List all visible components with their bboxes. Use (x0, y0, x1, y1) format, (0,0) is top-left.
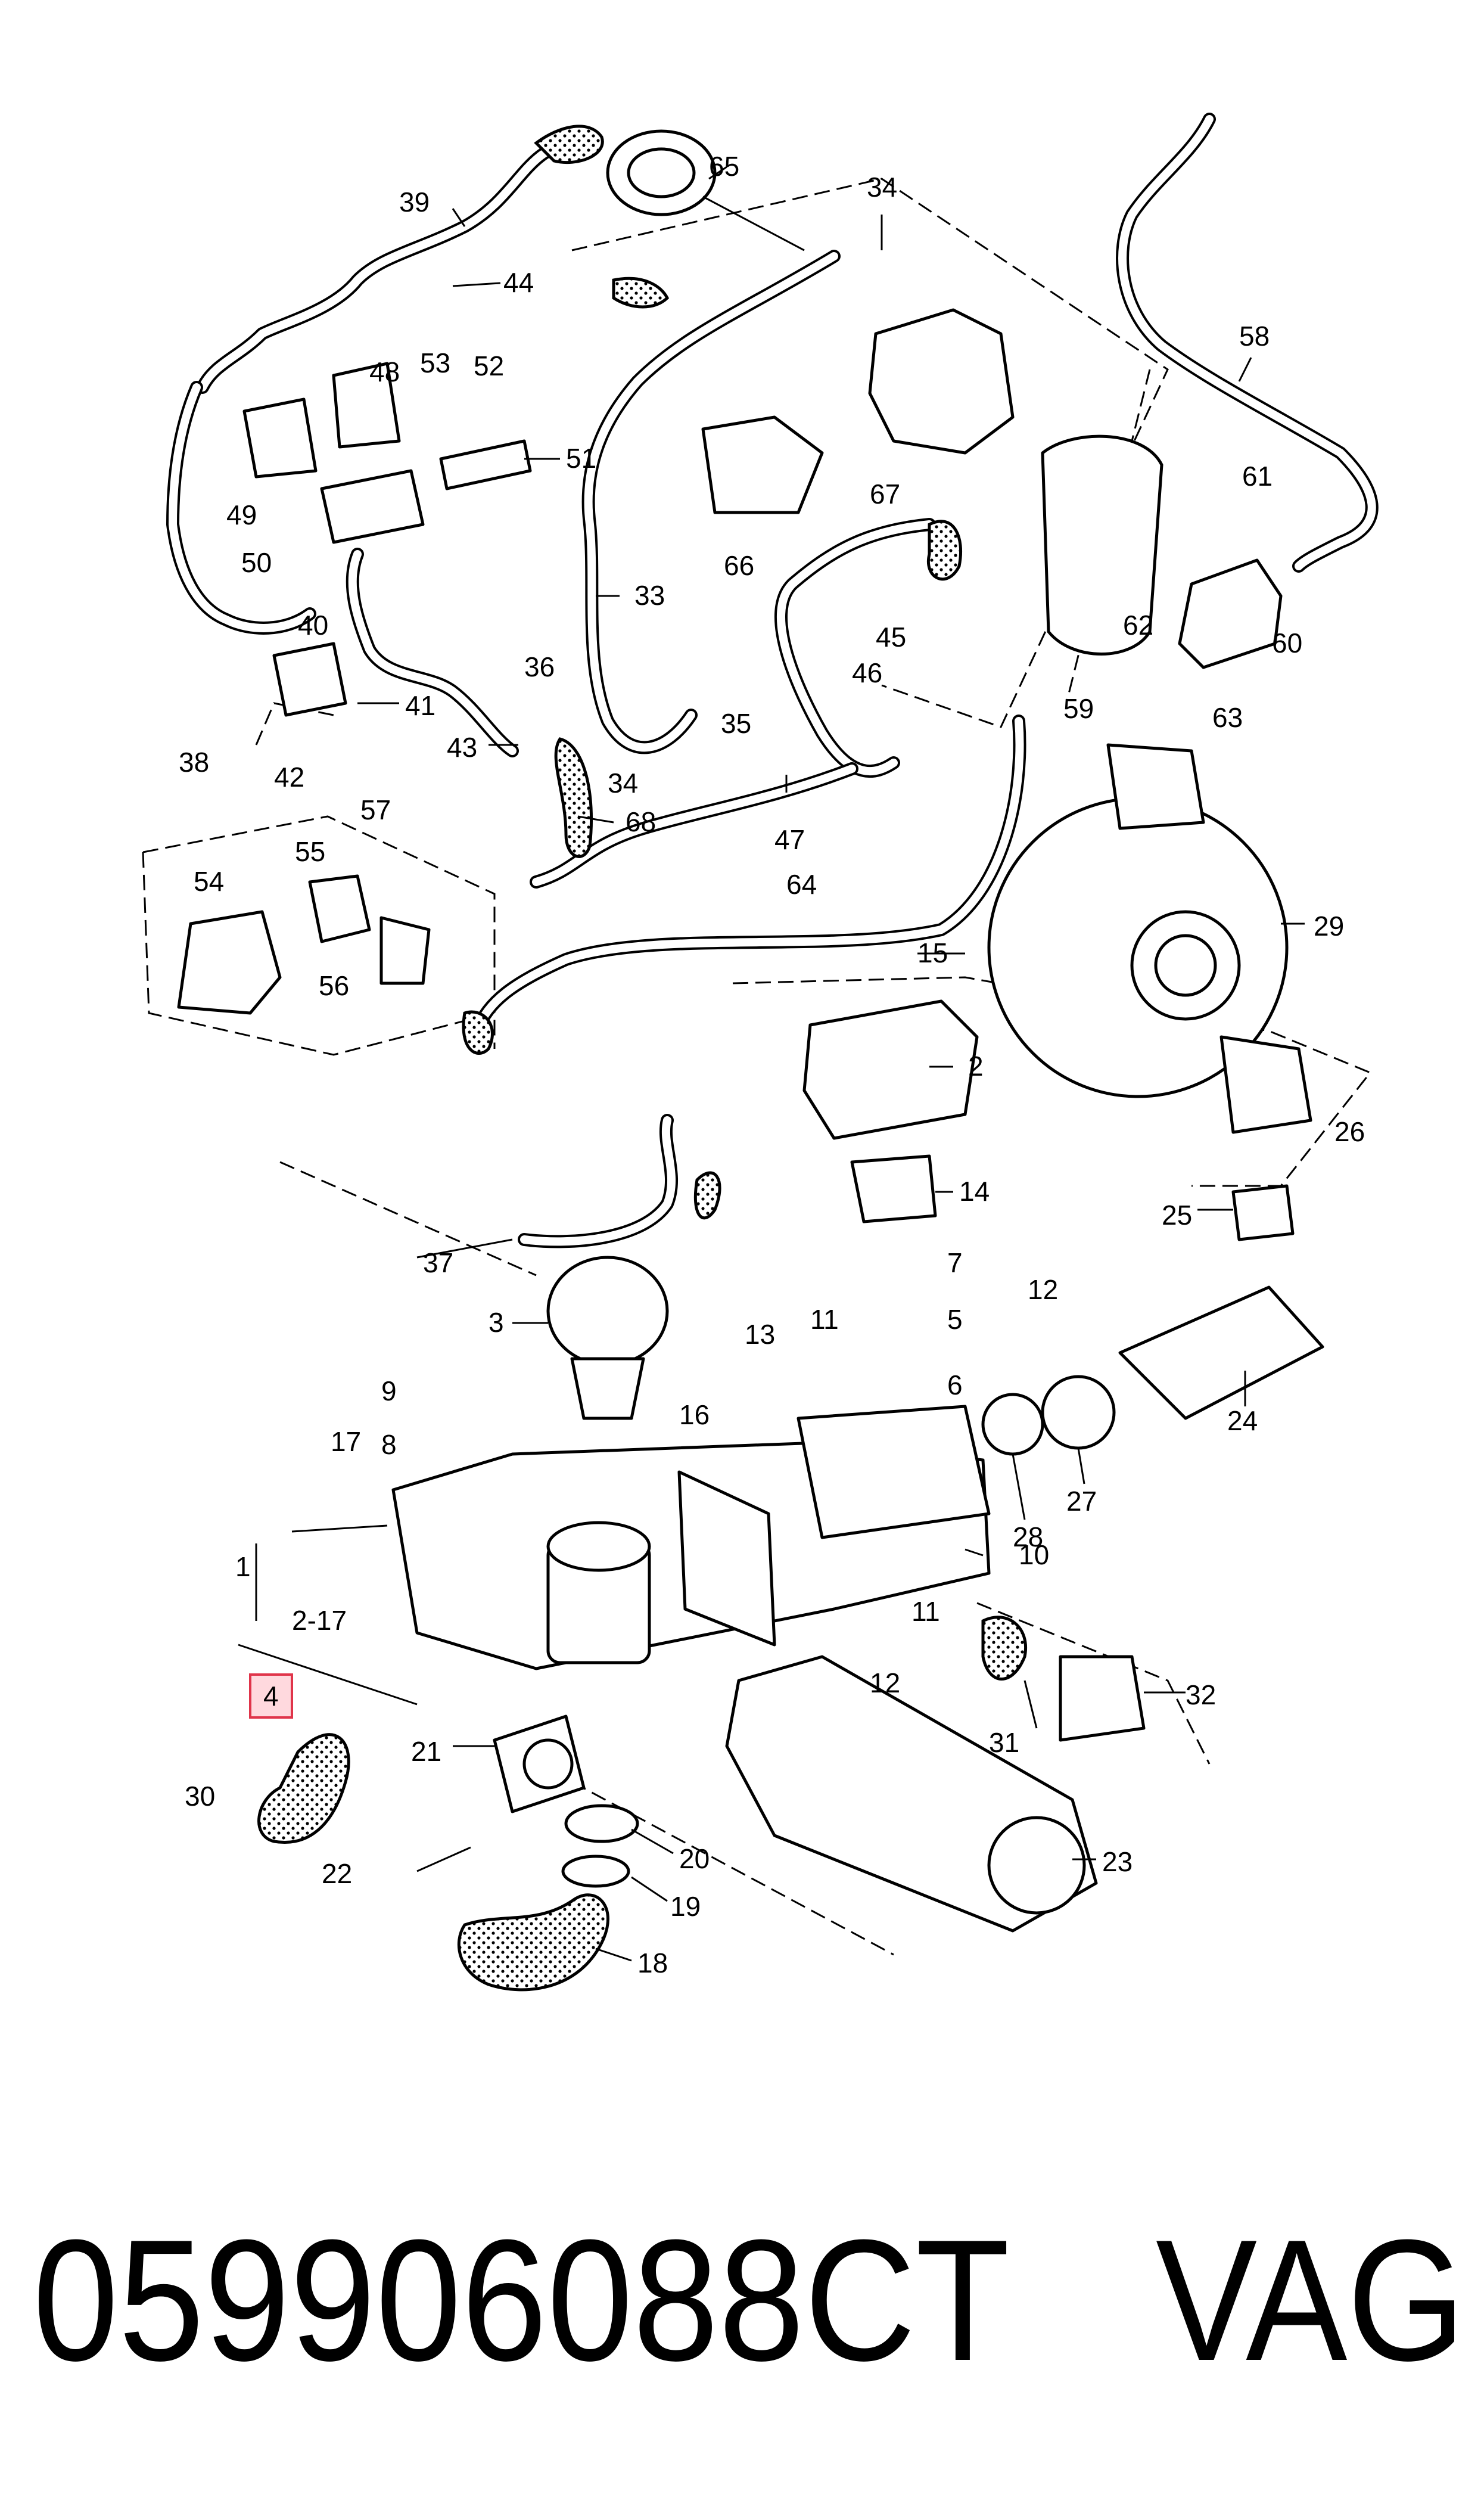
callout-55: 55 (295, 836, 325, 867)
callout-labels: 1 2 2-17 3 4 5 6 7 8 9 10 11 11 12 12 13… (179, 151, 1365, 1978)
callout-68: 68 (626, 806, 656, 837)
callout-34b: 34 (608, 768, 638, 799)
callout-27: 27 (1066, 1486, 1097, 1517)
callout-20: 20 (679, 1843, 710, 1874)
callout-49: 49 (226, 499, 257, 530)
callout-11b: 11 (911, 1596, 940, 1627)
callout-65: 65 (709, 151, 739, 182)
callout-52: 52 (474, 350, 504, 381)
callout-8: 8 (381, 1429, 397, 1460)
callout-25: 25 (1162, 1200, 1192, 1231)
brand-name: VAG (1156, 2204, 1466, 2397)
callout-43: 43 (447, 732, 477, 763)
callout-12a: 12 (1028, 1274, 1058, 1305)
callout-1: 1 (235, 1551, 251, 1582)
callout-47: 47 (774, 824, 805, 855)
callout-5: 5 (947, 1304, 963, 1335)
callout-34a: 34 (867, 172, 897, 203)
group-outlines (142, 178, 1372, 1956)
hoses (166, 113, 1379, 1248)
callout-58: 58 (1239, 321, 1270, 352)
callout-41: 41 (405, 690, 435, 721)
callout-38: 38 (179, 747, 209, 778)
callout-24: 24 (1227, 1405, 1258, 1436)
callout-13: 13 (745, 1319, 775, 1350)
callout-31: 31 (989, 1727, 1019, 1758)
callout-57: 57 (360, 794, 391, 825)
callout-18: 18 (637, 1948, 668, 1978)
callout-63: 63 (1212, 702, 1243, 733)
callout-3: 3 (489, 1307, 504, 1338)
callout-28: 28 (1013, 1521, 1043, 1552)
callout-16: 16 (679, 1399, 710, 1430)
components (177, 129, 1324, 1933)
callout-54: 54 (194, 866, 224, 897)
callout-14: 14 (959, 1176, 990, 1207)
callout-37: 37 (423, 1247, 453, 1278)
part-footer: 059906088CT VAG (33, 2204, 1466, 2397)
callout-32: 32 (1186, 1679, 1216, 1710)
rubber-hoses (257, 125, 1027, 1992)
callout-67: 67 (870, 479, 900, 510)
callout-64: 64 (786, 869, 817, 900)
part-number: 059906088CT (33, 2204, 1010, 2397)
callout-36: 36 (524, 651, 555, 682)
callout-60: 60 (1272, 628, 1302, 659)
callout-2-17: 2-17 (292, 1605, 347, 1636)
callout-48: 48 (369, 356, 400, 387)
callout-23: 23 (1102, 1846, 1133, 1877)
callout-15: 15 (917, 937, 948, 968)
callout-45: 45 (876, 622, 906, 653)
callout-51: 51 (566, 443, 596, 474)
callout-40: 40 (298, 610, 328, 641)
callout-22: 22 (322, 1858, 352, 1889)
leader-lines (238, 166, 1305, 1962)
callout-66: 66 (724, 550, 754, 581)
callout-17: 17 (331, 1426, 361, 1457)
callout-61: 61 (1242, 461, 1273, 492)
callout-33: 33 (634, 580, 665, 611)
callout-53: 53 (420, 347, 450, 378)
callout-62: 62 (1123, 610, 1153, 641)
callout-29: 29 (1314, 911, 1344, 942)
callout-39: 39 (399, 187, 430, 218)
callout-59: 59 (1063, 693, 1094, 724)
callout-46: 46 (852, 657, 882, 688)
callout-11a: 11 (810, 1304, 839, 1335)
highlighted-callout-box (249, 1673, 293, 1719)
callout-42: 42 (274, 762, 304, 793)
callout-19: 19 (670, 1891, 701, 1922)
callout-4: 4 (263, 1681, 279, 1712)
callout-56: 56 (319, 970, 349, 1001)
callout-7: 7 (947, 1247, 963, 1278)
callout-10: 10 (1019, 1539, 1049, 1570)
callout-44: 44 (503, 267, 534, 298)
callout-50: 50 (241, 547, 272, 578)
parts-exploded-diagram: 1 2 2-17 3 4 5 6 7 8 9 10 11 11 12 12 13… (142, 113, 1379, 1992)
callout-12b: 12 (870, 1667, 900, 1698)
callout-35: 35 (721, 708, 751, 739)
callout-2: 2 (968, 1051, 984, 1082)
callout-6: 6 (947, 1369, 963, 1400)
callout-9: 9 (381, 1375, 397, 1406)
callout-30: 30 (185, 1781, 215, 1812)
callout-21: 21 (411, 1736, 441, 1767)
callout-26: 26 (1334, 1116, 1365, 1147)
